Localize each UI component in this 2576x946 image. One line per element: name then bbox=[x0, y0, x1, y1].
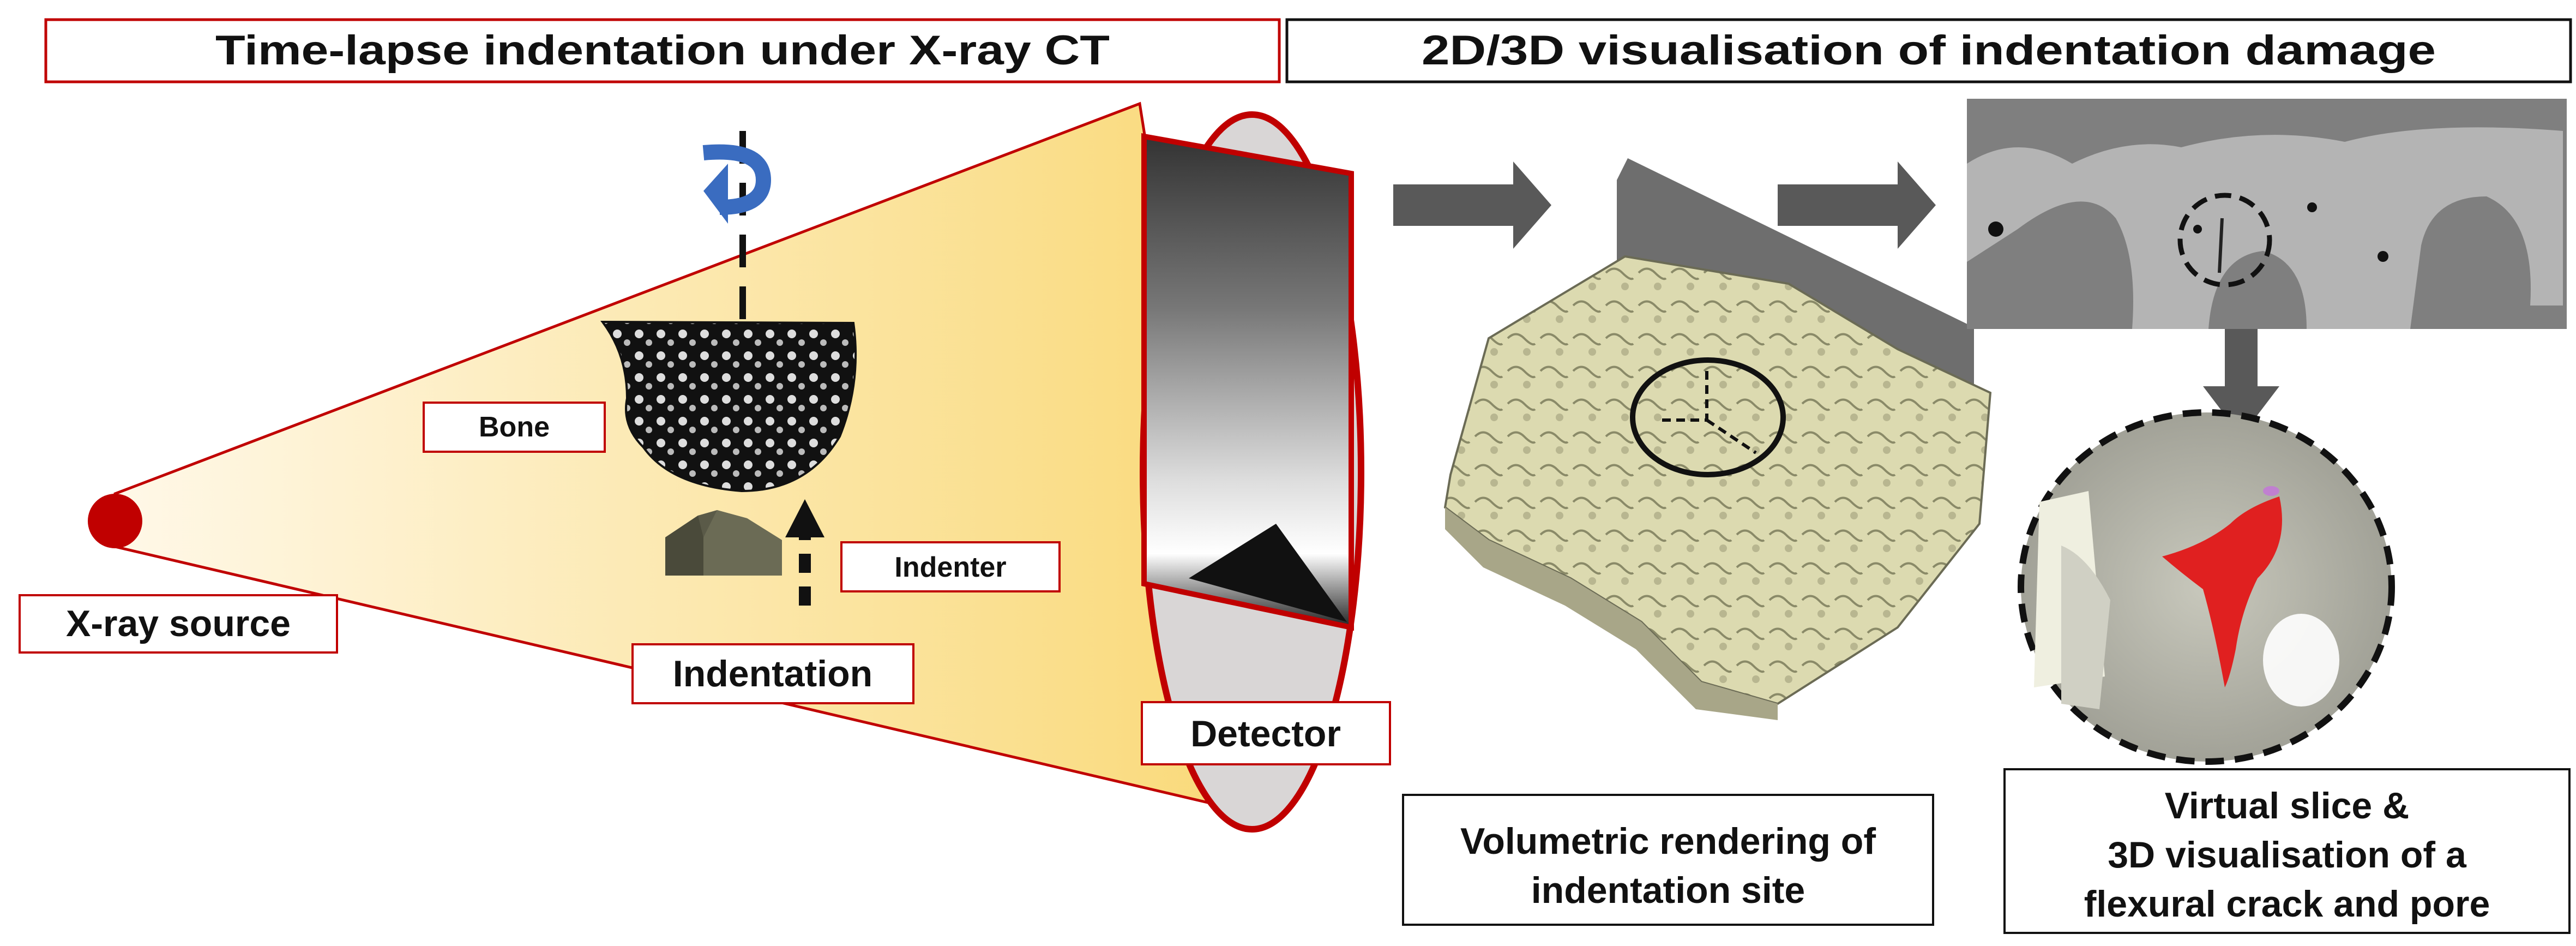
indentation-site-circle bbox=[1630, 357, 1786, 477]
virtual-slice-image bbox=[1967, 99, 2567, 330]
svg-text:indentation site: indentation site bbox=[1531, 870, 1805, 911]
svg-text:Bone: Bone bbox=[479, 411, 550, 443]
rotation-arrow-icon bbox=[702, 144, 772, 224]
label-indentation: Indentation bbox=[631, 643, 914, 704]
svg-text:Indentation: Indentation bbox=[673, 653, 872, 694]
label-bone: Bone bbox=[423, 402, 606, 453]
left-panel-title: Time-lapse indentation under X-ray CT bbox=[44, 18, 1281, 83]
left-title-text: Time-lapse indentation under X-ray CT bbox=[215, 27, 1110, 74]
volumetric-rendering bbox=[1443, 158, 1992, 720]
svg-text:3D visualisation of a: 3D visualisation of a bbox=[2108, 834, 2467, 876]
indentation-arrow-icon bbox=[785, 499, 824, 606]
arrow-right-icon bbox=[1393, 161, 1551, 249]
xray-source-icon bbox=[88, 494, 142, 548]
label-xray-source: X-ray source bbox=[19, 594, 338, 654]
svg-text:flexural crack and pore: flexural crack and pore bbox=[2084, 883, 2490, 925]
label-volumetric-rendering: Volumetric rendering of indentation site bbox=[1402, 794, 1934, 926]
right-title-text: 2D/3D visualisation of indentation damag… bbox=[1422, 27, 2436, 74]
bone-sample bbox=[600, 320, 857, 493]
label-virtual-slice: Virtual slice & 3D visualisation of a fl… bbox=[2003, 768, 2571, 934]
arrow-right-icon bbox=[1778, 161, 1936, 249]
crack-highlight-circle bbox=[2177, 193, 2272, 288]
svg-text:Indenter: Indenter bbox=[894, 552, 1006, 583]
indenter-icon bbox=[665, 510, 782, 576]
label-detector: Detector bbox=[1141, 701, 1391, 765]
svg-text:Volumetric rendering of: Volumetric rendering of bbox=[1460, 821, 1876, 862]
right-panel-title: 2D/3D visualisation of indentation damag… bbox=[1285, 18, 2572, 83]
svg-text:Detector: Detector bbox=[1190, 713, 1341, 755]
label-indenter: Indenter bbox=[840, 541, 1061, 592]
svg-text:X-ray source: X-ray source bbox=[66, 603, 291, 644]
detector-projection-image bbox=[1141, 133, 1354, 631]
svg-text:Virtual slice &: Virtual slice & bbox=[2165, 785, 2410, 827]
arrow-down-icon bbox=[2203, 329, 2279, 436]
detector bbox=[1140, 111, 1364, 833]
crack-3d-visualisation bbox=[2018, 409, 2395, 765]
